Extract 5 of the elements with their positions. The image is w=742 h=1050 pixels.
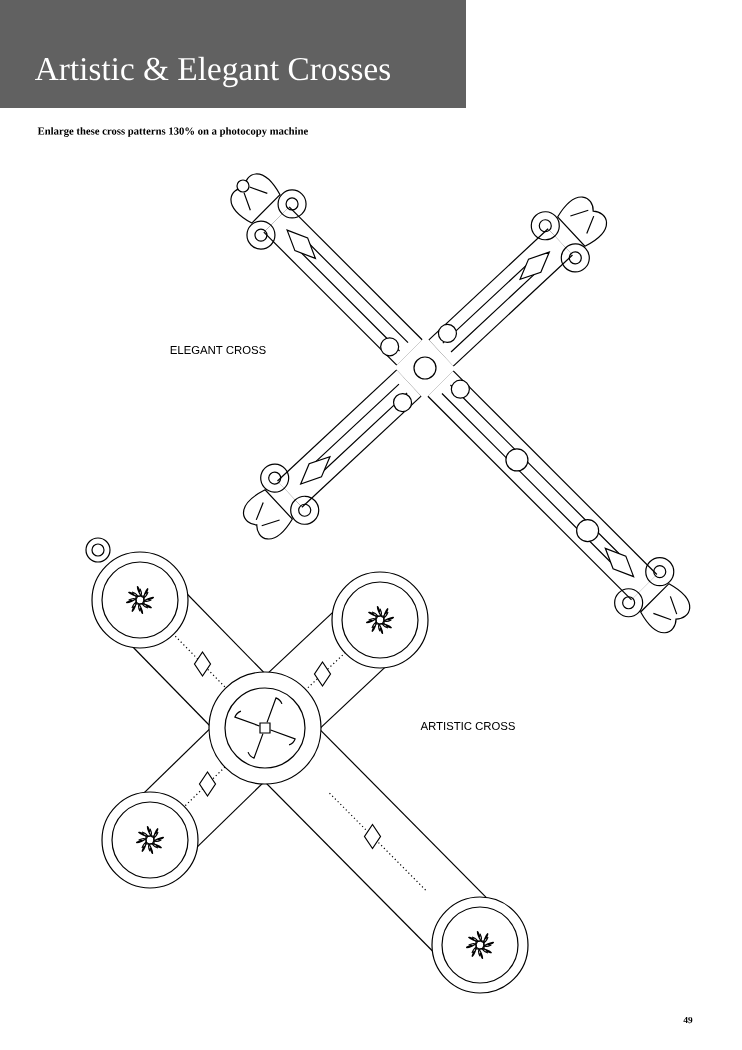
cross-label: ELEGANT CROSS bbox=[170, 346, 266, 354]
instruction-text: Enlarge these cross patterns 130% on a photocopy machine bbox=[37, 127, 308, 137]
page-number: 49 bbox=[683, 1016, 693, 1024]
title-banner: Artistic & Elegant Crosses bbox=[0, 0, 466, 108]
cross-label: ARTISTIC CROSS bbox=[420, 722, 515, 730]
